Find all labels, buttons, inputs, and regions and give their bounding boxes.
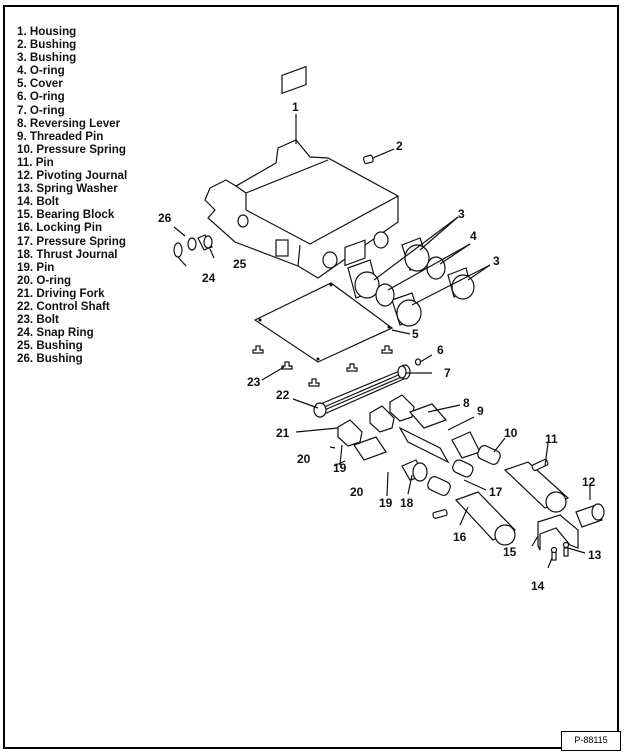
callout-15: 15 xyxy=(503,545,517,559)
callout-21: 21 xyxy=(276,426,290,440)
callout-6: 6 xyxy=(437,343,444,357)
pin-11-part xyxy=(531,458,549,472)
callout-7: 7 xyxy=(444,366,451,380)
parts-legend-item: 3. Bushing xyxy=(17,51,77,65)
callout-13: 13 xyxy=(588,548,602,562)
parts-legend-item: 1. Housing xyxy=(17,25,77,38)
callout-14: 14 xyxy=(531,579,545,593)
callout-23: 23 xyxy=(247,375,261,389)
parts-legend-item: 9. Threaded Pin xyxy=(17,129,104,143)
o-ring-6-7-part xyxy=(397,358,422,379)
thrust-journals-part xyxy=(398,426,481,482)
callout-3b: 3 xyxy=(493,254,500,268)
pivoting-journal-part xyxy=(575,503,605,528)
driving-forks-part xyxy=(337,394,415,447)
parts-legend-item: 6. O-ring xyxy=(17,90,65,104)
callout-25: 25 xyxy=(233,257,247,271)
callout-24: 24 xyxy=(202,271,216,285)
springs-part xyxy=(427,445,501,496)
callout-18: 18 xyxy=(400,496,414,510)
callout-16: 16 xyxy=(453,530,467,544)
callout-20a: 20 xyxy=(297,452,311,466)
callout-19b: 19 xyxy=(379,496,393,510)
parts-legend-item: 11. Pin xyxy=(17,155,54,169)
callout-8: 8 xyxy=(463,396,470,410)
parts-legend-item: 7. O-ring xyxy=(17,103,65,117)
figure-frame xyxy=(3,5,619,749)
callout-2: 2 xyxy=(396,139,403,153)
parts-legend-item: 2. Bushing xyxy=(17,38,77,52)
callout-5: 5 xyxy=(412,327,419,341)
callout-12: 12 xyxy=(582,475,596,489)
parts-legend-item: 4. O-ring xyxy=(17,64,65,78)
leader-lines xyxy=(173,114,591,569)
figure-id-label: P-88115 xyxy=(561,731,621,751)
callout-17: 17 xyxy=(489,485,503,499)
parts-legend-item: 15. Bearing Block xyxy=(17,208,115,222)
parts-legend-item: 17. Pressure Spring xyxy=(17,234,126,248)
parts-legend-item: 16. Locking Pin xyxy=(17,221,103,235)
parts-legend-item: 25. Bushing xyxy=(17,339,83,353)
parts-legend-item: 18. Thrust Journal xyxy=(17,247,118,261)
parts-legend-item: 10. Pressure Spring xyxy=(17,142,126,156)
small-bushings-part xyxy=(173,234,213,258)
callout-20b: 20 xyxy=(350,485,364,499)
callout-26: 26 xyxy=(158,211,172,225)
callout-1: 1 xyxy=(292,100,299,114)
callout-labels: 1 2 3 3 4 5 6 7 8 9 10 11 12 13 14 15 16… xyxy=(158,100,602,593)
bushings-3-part xyxy=(347,237,475,327)
callout-9: 9 xyxy=(477,404,484,418)
bolts-13-14-part xyxy=(550,541,570,561)
parts-legend-item: 12. Pivoting Journal xyxy=(17,169,128,183)
parts-legend-item: 14. Bolt xyxy=(17,195,59,209)
callout-11: 11 xyxy=(545,432,558,446)
locking-pins-part xyxy=(432,461,570,546)
parts-legend-item: 24. Snap Ring xyxy=(17,326,94,340)
cover-part xyxy=(253,282,394,363)
parts-legend-item: 5. Cover xyxy=(17,77,63,91)
parts-legend-item: 13. Spring Washer xyxy=(17,182,118,196)
parts-legend-item: 21. Driving Fork xyxy=(17,286,105,300)
bolts-23-part xyxy=(252,345,393,387)
parts-legend-item: 23. Bolt xyxy=(17,313,59,327)
callout-22: 22 xyxy=(276,388,290,402)
parts-legend-item: 20. O-ring xyxy=(17,273,72,287)
bushing-2-part xyxy=(362,154,374,165)
housing-part xyxy=(204,65,399,279)
callout-4: 4 xyxy=(470,229,477,243)
parts-legend-item: 8. Reversing Lever xyxy=(17,116,121,130)
parts-legend-item: 22. Control Shaft xyxy=(17,299,110,313)
callout-3a: 3 xyxy=(458,207,465,221)
parts-legend-item: 19. Pin xyxy=(17,260,55,274)
callout-10: 10 xyxy=(504,426,518,440)
parts-legend-item: 26. Bushing xyxy=(17,352,83,366)
bearing-block-part xyxy=(537,514,579,551)
callout-19a: 19 xyxy=(333,461,347,475)
